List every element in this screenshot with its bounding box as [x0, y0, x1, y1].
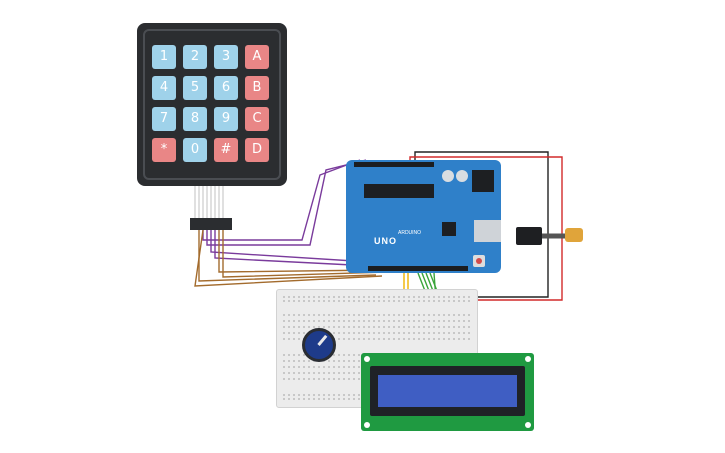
capacitor-2 — [456, 170, 468, 182]
keypad-key-8[interactable]: 7 — [152, 107, 176, 131]
wire-keypad-1 — [202, 159, 361, 241]
keypad-key-2[interactable]: 3 — [214, 45, 238, 69]
usb-chip — [442, 222, 456, 236]
microcontroller-chip — [364, 184, 434, 198]
wire-keypad-5 — [198, 230, 377, 282]
lcd-screen — [378, 375, 517, 407]
keypad-key-12[interactable]: * — [152, 138, 176, 162]
header-top — [354, 162, 434, 167]
wire-5v — [414, 151, 549, 298]
keypad-key-1[interactable]: 2 — [183, 45, 207, 69]
keypad-key-0[interactable]: 1 — [152, 45, 176, 69]
keypad-connector — [190, 218, 232, 230]
keypad-key-13[interactable]: 0 — [183, 138, 207, 162]
wire-keypad-7 — [218, 230, 381, 273]
mount-hole-bl — [364, 422, 370, 428]
mount-hole-tr — [525, 356, 531, 362]
wire-keypad-2 — [206, 159, 367, 246]
keypad-key-14[interactable]: # — [214, 138, 238, 162]
keypad-key-15[interactable]: D — [245, 138, 269, 162]
keypad-frame — [143, 29, 281, 180]
usb-plug — [516, 227, 542, 245]
keypad-key-4[interactable]: 4 — [152, 76, 176, 100]
power-jack — [472, 170, 494, 192]
reset-button[interactable] — [473, 255, 485, 267]
wire-keypad-6 — [194, 229, 383, 287]
wire-keypad-4 — [214, 230, 373, 267]
keypad-key-5[interactable]: 5 — [183, 76, 207, 100]
usb-tip — [565, 228, 583, 242]
potentiometer[interactable] — [302, 328, 336, 362]
header-bottom — [368, 266, 468, 271]
capacitor-1 — [442, 170, 454, 182]
lcd-16x2[interactable] — [361, 353, 534, 431]
keypad-key-10[interactable]: 9 — [214, 107, 238, 131]
usb-port — [474, 220, 501, 242]
arduino-uno-board[interactable]: UNO ARDUINO — [346, 160, 501, 273]
keypad-key-11[interactable]: C — [245, 107, 269, 131]
keypad-key-9[interactable]: 8 — [183, 107, 207, 131]
wire-keypad-3 — [210, 230, 371, 263]
board-brand-label: ARDUINO — [398, 230, 422, 236]
mount-hole-br — [525, 422, 531, 428]
keypad-key-7[interactable]: B — [245, 76, 269, 100]
lcd-bezel — [370, 366, 525, 416]
keypad-key-6[interactable]: 6 — [214, 76, 238, 100]
keypad-key-3[interactable]: A — [245, 45, 269, 69]
wire-gnd — [409, 156, 563, 301]
wire-keypad-8 — [222, 230, 389, 278]
board-model-label: UNO — [374, 236, 397, 246]
mount-hole-tl — [364, 356, 370, 362]
